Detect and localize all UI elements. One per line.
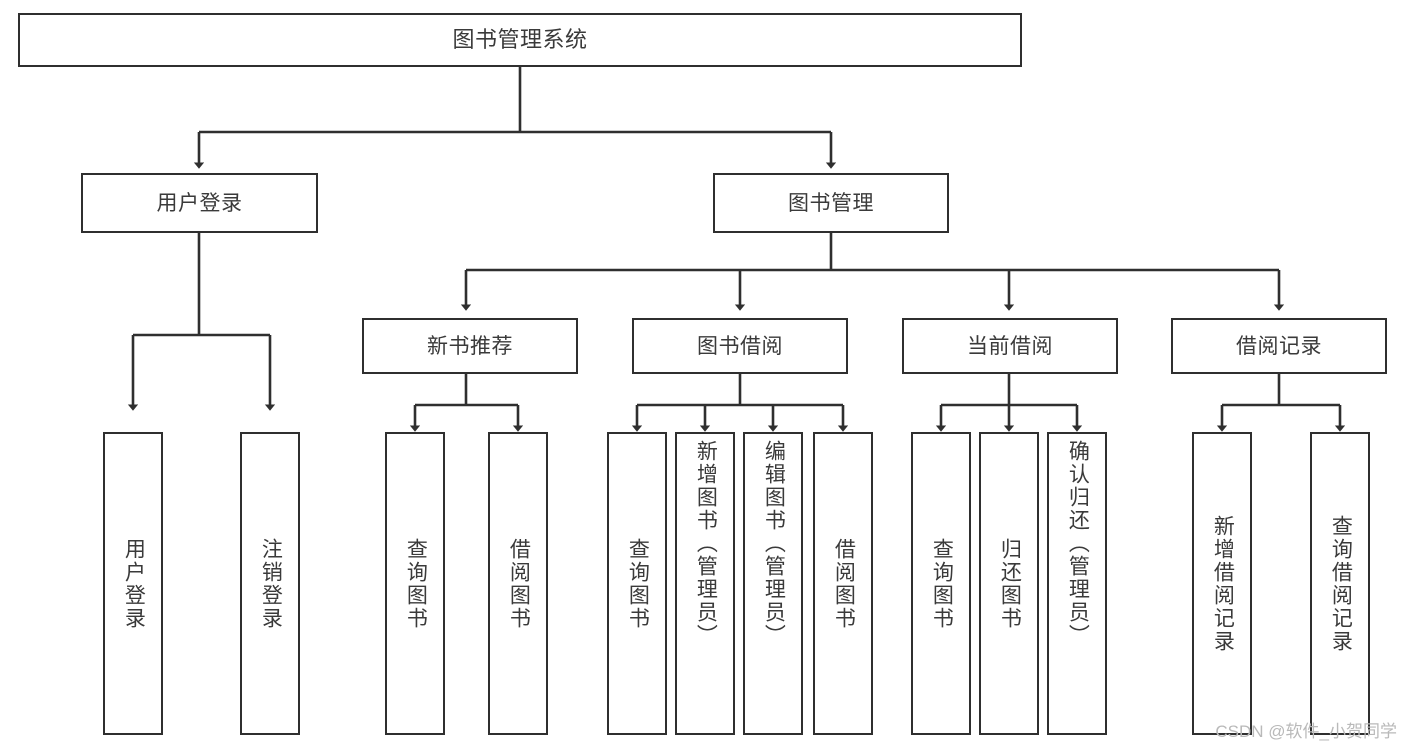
leaf-query-book-current[interactable]: 查询图书 [911, 432, 971, 735]
node-label: 图书借阅 [697, 334, 783, 358]
leaf-return-book[interactable]: 归还图书 [979, 432, 1039, 735]
node-label: 注销登录 [259, 537, 283, 630]
node-borrow-records[interactable]: 借阅记录 [1171, 318, 1387, 374]
leaf-logout[interactable]: 注销登录 [240, 432, 300, 735]
leaf-confirm-return-admin[interactable]: 确认归还（管理员） [1047, 432, 1107, 735]
node-label: 新增借阅记录 [1211, 514, 1235, 653]
node-label: 查询借阅记录 [1329, 514, 1353, 653]
node-root-library-system[interactable]: 图书管理系统 [18, 13, 1022, 67]
node-new-book-recommend[interactable]: 新书推荐 [362, 318, 578, 374]
node-label: 归还图书 [998, 537, 1022, 630]
node-label: 新增图书（管理员） [694, 440, 718, 647]
leaf-query-borrow-record[interactable]: 查询借阅记录 [1310, 432, 1370, 735]
node-book-borrow[interactable]: 图书借阅 [632, 318, 848, 374]
node-label: 借阅图书 [507, 537, 531, 630]
leaf-add-book-admin[interactable]: 新增图书（管理员） [675, 432, 735, 735]
node-label: 当前借阅 [967, 334, 1053, 358]
leaf-query-book-recommend[interactable]: 查询图书 [385, 432, 445, 735]
node-label: 新书推荐 [427, 334, 513, 358]
node-book-management[interactable]: 图书管理 [713, 173, 949, 233]
node-label: 借阅图书 [832, 537, 856, 630]
node-user-login[interactable]: 用户登录 [81, 173, 318, 233]
leaf-query-book-borrow[interactable]: 查询图书 [607, 432, 667, 735]
leaf-user-login[interactable]: 用户登录 [103, 432, 163, 735]
node-label: 图书管理 [788, 191, 874, 215]
node-label: 查询图书 [930, 537, 954, 630]
leaf-borrow-book[interactable]: 借阅图书 [813, 432, 873, 735]
node-label: 查询图书 [404, 537, 428, 630]
node-label: 确认归还（管理员） [1066, 440, 1090, 647]
leaf-borrow-book-recommend[interactable]: 借阅图书 [488, 432, 548, 735]
node-label: 图书管理系统 [452, 27, 588, 52]
leaf-edit-book-admin[interactable]: 编辑图书（管理员） [743, 432, 803, 735]
leaf-add-borrow-record[interactable]: 新增借阅记录 [1192, 432, 1252, 735]
node-label: 借阅记录 [1236, 334, 1322, 358]
node-current-borrow[interactable]: 当前借阅 [902, 318, 1118, 374]
node-label: 用户登录 [156, 191, 243, 215]
node-label: 用户登录 [122, 537, 146, 630]
node-label: 查询图书 [626, 537, 650, 630]
node-label: 编辑图书（管理员） [762, 440, 786, 647]
